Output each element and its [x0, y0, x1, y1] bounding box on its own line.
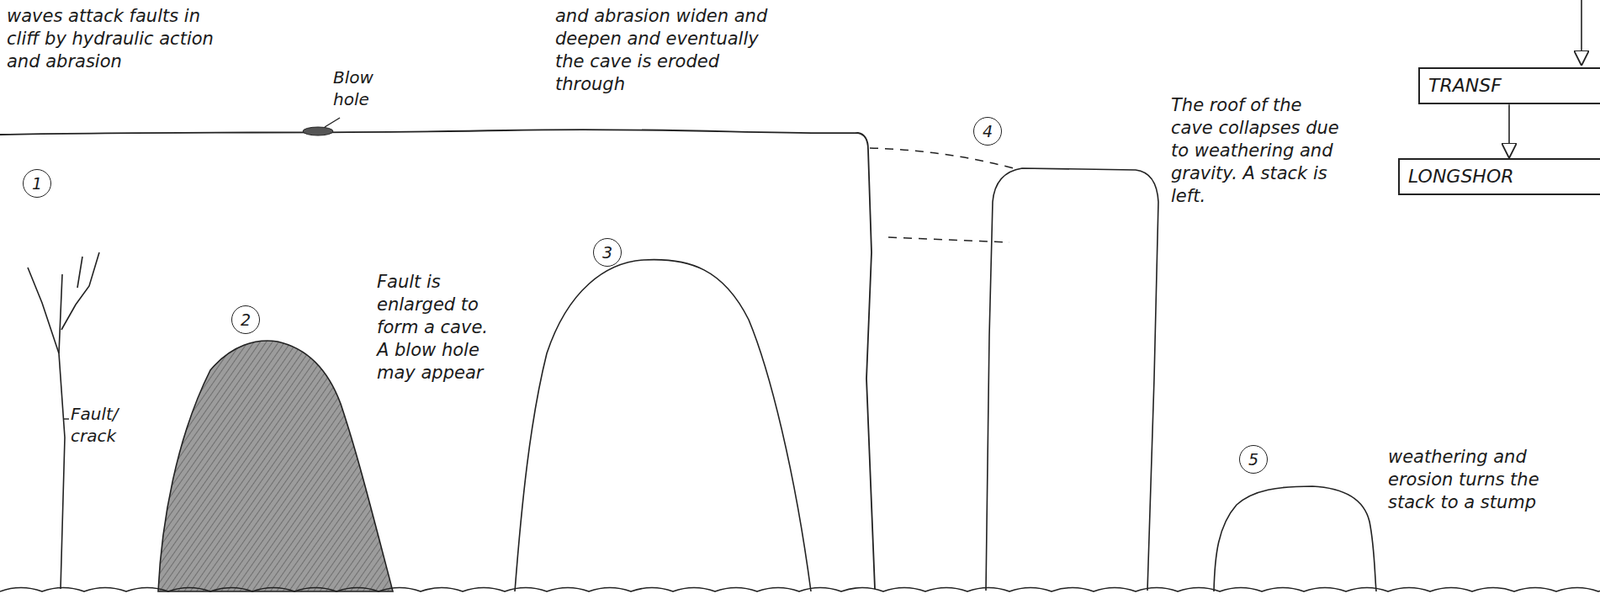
fault-crack — [61, 252, 100, 330]
node-text: TRANSF — [1428, 74, 1600, 98]
leader-line — [63, 418, 69, 419]
sea-line — [0, 588, 1600, 593]
annotation-text: Fault is enlarged to form a cave. A blow… — [376, 270, 504, 384]
fault-crack — [77, 256, 83, 288]
callout-number: 5 — [1239, 445, 1268, 474]
annotation-text: weathering and erosion turns the stack t… — [1388, 445, 1557, 514]
callout-number: 4 — [973, 116, 1002, 146]
node-text: 4 — [982, 121, 993, 142]
annotation-text: Blow hole — [333, 67, 393, 111]
node-text: 5 — [1248, 449, 1259, 470]
fault-crack — [27, 267, 59, 354]
annotation-text: The roof of the cave collapses due to we… — [1170, 94, 1340, 207]
flow-arrow — [1580, 0, 1583, 66]
node-text: 1 — [31, 173, 43, 194]
callout-number: 1 — [22, 169, 52, 198]
stack-outline — [985, 168, 1159, 591]
arch-outline — [514, 259, 811, 592]
callout-number: 2 — [231, 305, 260, 334]
process-box: TRANSF — [1418, 67, 1600, 105]
node-text: 3 — [602, 242, 613, 263]
cave-shading — [158, 340, 393, 592]
process-box: LONGSHOR — [1398, 158, 1600, 196]
annotation-text: waves attack faults in cliff by hydrauli… — [6, 5, 218, 74]
node-text: LONGSHOR — [1408, 164, 1600, 189]
node-text: 2 — [240, 309, 251, 330]
annotation-text: and abrasion widen and deepen and eventu… — [555, 5, 791, 96]
stump-outline — [1213, 486, 1377, 592]
annotation-text: Fault/ crack — [70, 403, 142, 447]
flow-arrow — [1508, 104, 1510, 159]
blow-hole — [302, 127, 334, 136]
dashed-former-roof — [869, 148, 1014, 169]
cliff-outline — [0, 129, 875, 589]
fault-crack — [58, 274, 65, 589]
callout-number: 3 — [593, 238, 622, 267]
leader-line — [324, 117, 340, 128]
